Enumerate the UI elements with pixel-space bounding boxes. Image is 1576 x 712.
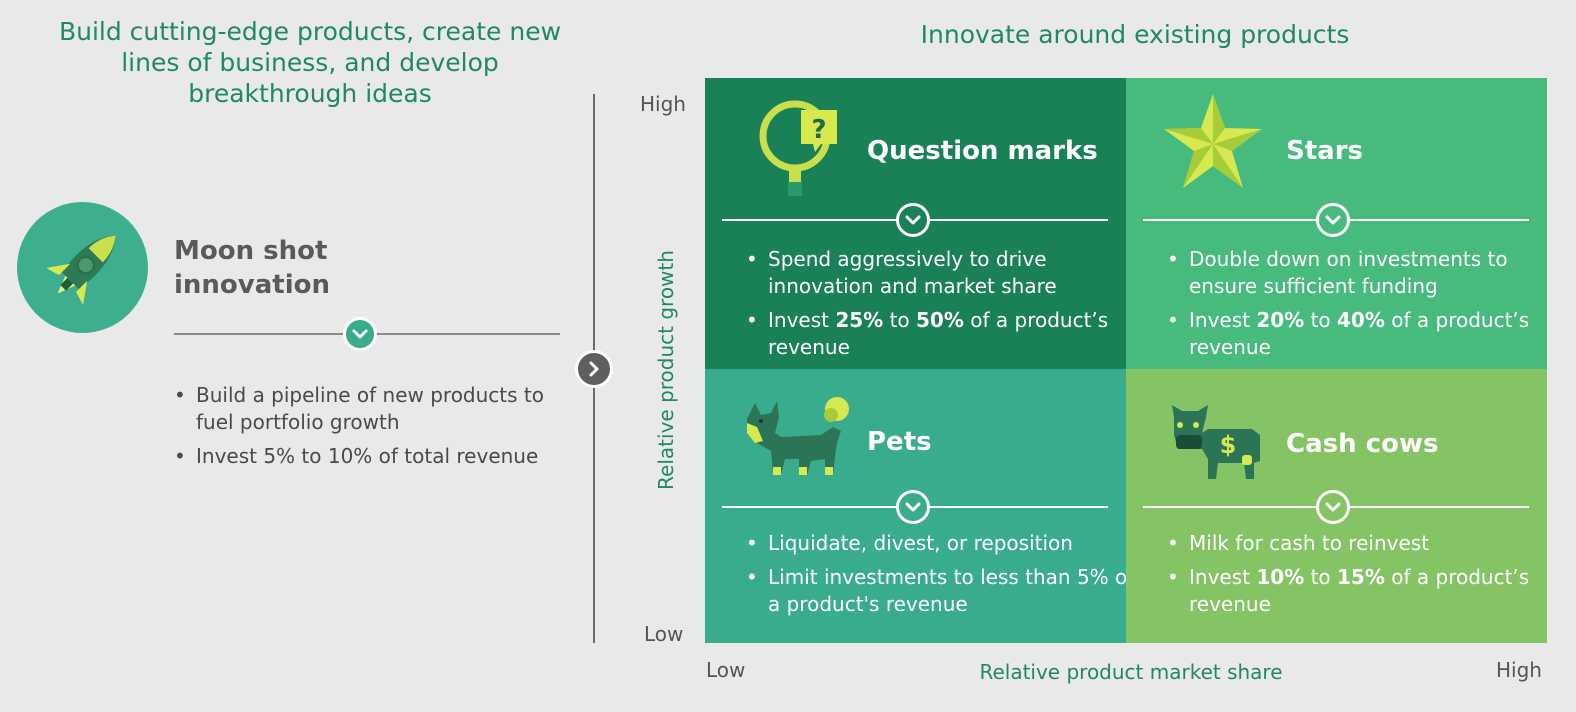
cow-dollar-icon: $ bbox=[1168, 399, 1264, 485]
star-icon bbox=[1160, 92, 1266, 196]
quadrant-bullets: Liquidate, divest, or reposition Limit i… bbox=[746, 530, 1141, 625]
chevron-down-icon[interactable] bbox=[343, 317, 377, 351]
list-item: Invest 20% to 40% of a product’s revenue bbox=[1167, 307, 1562, 361]
quadrant-bullets: Milk for cash to reinvest Invest 10% to … bbox=[1167, 530, 1562, 625]
list-item: Liquidate, divest, or reposition bbox=[746, 530, 1141, 557]
y-axis-title: Relative product growth bbox=[654, 250, 678, 490]
quadrant-title: Question marks bbox=[867, 136, 1098, 166]
moonshot-heading-line2: innovation bbox=[174, 270, 330, 300]
x-axis-low-label: Low bbox=[706, 658, 746, 682]
quadrant-cash-cows: $ Cash cows Milk for cash to reinvest In… bbox=[1126, 369, 1547, 643]
quadrant-bullets: Double down on investments to ensure suf… bbox=[1167, 246, 1562, 368]
magnifier-question-icon: ? bbox=[757, 96, 841, 204]
chevron-down-icon[interactable] bbox=[896, 490, 930, 524]
quadrant-title: Cash cows bbox=[1286, 429, 1439, 459]
svg-text:$: $ bbox=[1220, 431, 1237, 459]
list-item: Spend aggressively to drive innovation a… bbox=[746, 246, 1141, 300]
list-item: Build a pipeline of new products to fuel… bbox=[174, 382, 574, 436]
y-axis-high-label: High bbox=[640, 92, 686, 116]
svg-text:?: ? bbox=[811, 115, 826, 145]
y-axis-low-label: Low bbox=[644, 622, 684, 646]
list-item: Milk for cash to reinvest bbox=[1167, 530, 1562, 557]
moonshot-heading-line1: Moon shot bbox=[174, 236, 328, 266]
chevron-down-icon[interactable] bbox=[1316, 490, 1350, 524]
quadrant-question-marks: ? Question marks Spend aggressively to d… bbox=[705, 78, 1126, 369]
quadrant-bullets: Spend aggressively to drive innovation a… bbox=[746, 246, 1141, 368]
list-item: Limit investments to less than 5% of a p… bbox=[746, 564, 1141, 618]
quadrant-title: Pets bbox=[867, 427, 932, 457]
quadrant-stars: Stars Double down on investments to ensu… bbox=[1126, 78, 1547, 369]
chevron-right-icon[interactable] bbox=[575, 350, 613, 388]
chevron-down-icon[interactable] bbox=[1316, 203, 1350, 237]
list-item: Invest 25% to 50% of a product’s revenue bbox=[746, 307, 1141, 361]
x-axis-title: Relative product market share bbox=[979, 660, 1283, 684]
quadrant-pets: Pets Liquidate, divest, or reposition Li… bbox=[705, 369, 1134, 643]
matrix-section-title: Innovate around existing products bbox=[920, 20, 1350, 49]
list-item: Invest 5% to 10% of total revenue bbox=[174, 443, 574, 470]
rocket-icon bbox=[17, 202, 148, 333]
moonshot-section-title: Build cutting-edge products, create new … bbox=[58, 17, 562, 108]
list-item: Invest 10% to 15% of a product’s revenue bbox=[1167, 564, 1562, 618]
x-axis-high-label: High bbox=[1496, 658, 1542, 682]
chevron-down-icon[interactable] bbox=[896, 203, 930, 237]
dog-icon bbox=[741, 393, 853, 485]
moonshot-bullets: Build a pipeline of new products to fuel… bbox=[174, 382, 574, 477]
moonshot-heading: Moon shot innovation bbox=[174, 234, 330, 302]
quadrant-title: Stars bbox=[1286, 136, 1363, 166]
list-item: Double down on investments to ensure suf… bbox=[1167, 246, 1562, 300]
